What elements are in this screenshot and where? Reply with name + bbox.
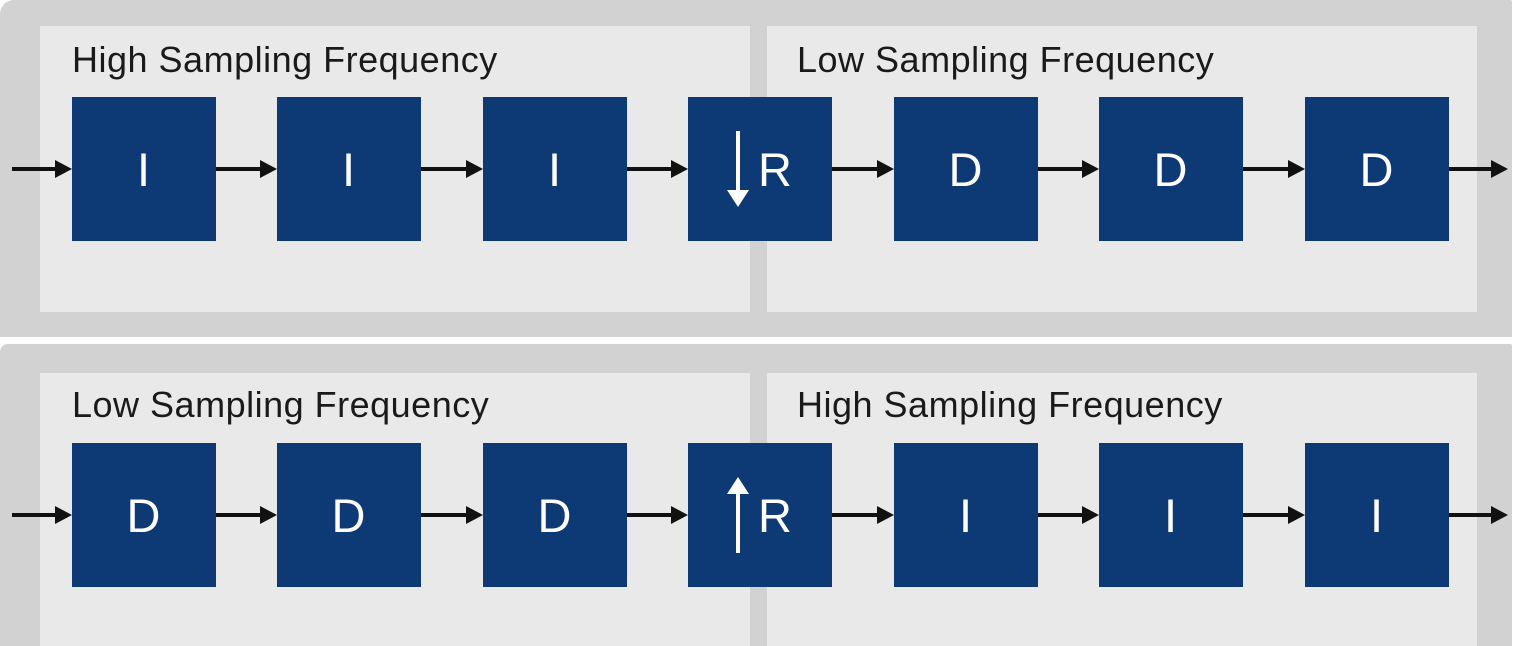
block-label: D: [1359, 142, 1395, 196]
rate-changer-block: R: [688, 443, 832, 587]
flow-arrow-icon: [1449, 503, 1508, 527]
filter-block: I: [1305, 443, 1449, 587]
up-arrow-icon: [727, 477, 750, 553]
block-label: D: [948, 142, 984, 196]
block-label: I: [341, 142, 357, 196]
down-arrow-icon: [727, 131, 750, 207]
filter-block: D: [894, 97, 1038, 241]
filter-block: I: [1099, 443, 1243, 587]
panel-title: Low Sampling Frequency: [72, 384, 490, 425]
filter-block: D: [483, 443, 627, 587]
flow-arrow-icon: [12, 157, 72, 181]
flow-arrow-icon: [1038, 157, 1099, 181]
block-label: R: [758, 142, 793, 196]
flow-arrow-icon: [1449, 157, 1508, 181]
block-label: I: [136, 142, 152, 196]
block-label: D: [331, 488, 367, 542]
rate-changer-block: R: [688, 97, 832, 241]
flow-arrow-icon: [421, 503, 483, 527]
block-label: I: [547, 142, 563, 196]
filter-block: I: [894, 443, 1038, 587]
flow-arrow-icon: [832, 157, 894, 181]
filter-block: D: [277, 443, 421, 587]
filter-block: I: [277, 97, 421, 241]
flow-arrow-icon: [216, 157, 277, 181]
flow-arrow-icon: [216, 503, 277, 527]
block-label: I: [1369, 488, 1385, 542]
panel-title: High Sampling Frequency: [797, 384, 1223, 425]
block-label: D: [1153, 142, 1189, 196]
filter-block: I: [72, 97, 216, 241]
panel-title: Low Sampling Frequency: [797, 39, 1215, 80]
flow-arrow-icon: [1038, 503, 1099, 527]
flow-arrow-icon: [832, 503, 894, 527]
flow-arrow-icon: [1243, 503, 1305, 527]
block-label: D: [537, 488, 573, 542]
flow-arrow-icon: [627, 503, 688, 527]
block-label: R: [758, 488, 793, 542]
flow-arrow-icon: [421, 157, 483, 181]
block-label: D: [126, 488, 162, 542]
filter-block: I: [483, 97, 627, 241]
panel-title: High Sampling Frequency: [72, 39, 498, 80]
flow-arrow-icon: [12, 503, 72, 527]
filter-block: D: [1099, 97, 1243, 241]
filter-block: D: [1305, 97, 1449, 241]
flow-arrow-icon: [627, 157, 688, 181]
filter-block: D: [72, 443, 216, 587]
block-label: I: [1163, 488, 1179, 542]
block-label: I: [958, 488, 974, 542]
flow-arrow-icon: [1243, 157, 1305, 181]
